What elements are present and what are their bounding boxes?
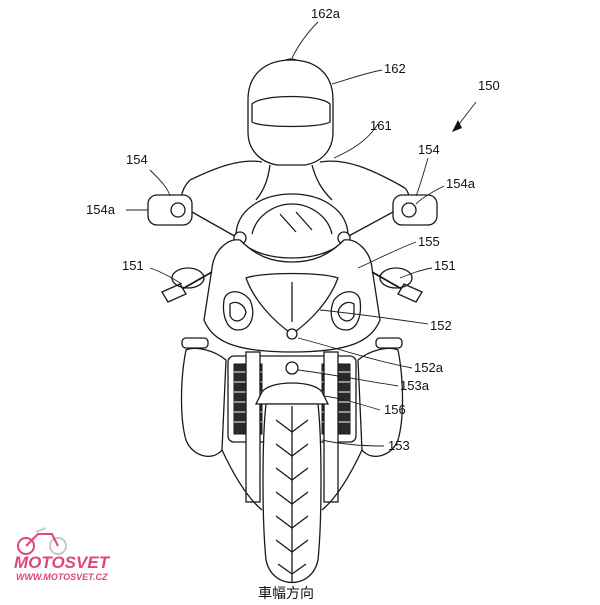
leader-151-left xyxy=(149,267,183,285)
label-150: 150 xyxy=(478,78,500,93)
label-154a-right: 154a xyxy=(446,176,476,191)
leader-lines xyxy=(126,21,477,447)
label-156: 156 xyxy=(384,402,406,417)
label-154a-left: 154a xyxy=(86,202,116,217)
rider-torso-right xyxy=(311,164,333,201)
left-mirror xyxy=(147,194,239,239)
leader-153 xyxy=(321,439,385,447)
right-lower-sweep xyxy=(321,449,363,511)
label-153a: 153a xyxy=(400,378,430,393)
watermark: MOTOSVET WWW.MOTOSVET.CZ xyxy=(14,527,111,582)
caption-vehicle-width-direction: 車幅方向 xyxy=(258,585,314,600)
helmet-visor xyxy=(251,95,331,128)
right-hand-guard xyxy=(379,267,413,289)
label-161: 161 xyxy=(370,118,392,133)
label-151-left: 151 xyxy=(122,258,144,273)
helmet xyxy=(247,59,334,166)
left-turn-signal xyxy=(181,337,209,349)
label-153: 153 xyxy=(388,438,410,453)
tire-tread xyxy=(275,419,309,575)
left-lower-fairing xyxy=(180,347,227,457)
motorcycle-body xyxy=(161,193,423,583)
label-155: 155 xyxy=(418,234,440,249)
front-fender xyxy=(254,382,330,405)
rider xyxy=(180,58,410,217)
left-lower-sweep xyxy=(221,449,263,511)
label-154-left: 154 xyxy=(126,152,148,167)
label-154-right: 154 xyxy=(418,142,440,157)
label-162a: 162a xyxy=(311,6,341,21)
leader-151-right xyxy=(399,267,433,279)
left-grip xyxy=(161,283,187,303)
leader-155 xyxy=(357,241,417,269)
rider-left-arm xyxy=(189,160,263,181)
rider-torso-left xyxy=(255,164,271,201)
right-lower-fairing xyxy=(357,347,404,457)
windscreen-shine-1 xyxy=(279,213,297,233)
right-mirror xyxy=(344,194,438,239)
right-turn-signal xyxy=(375,337,403,349)
leader-152a xyxy=(297,337,413,369)
windscreen-shine-2 xyxy=(295,211,313,231)
watermark-url: WWW.MOTOSVET.CZ xyxy=(16,572,108,582)
lower-camera-153a xyxy=(285,361,299,375)
right-grip xyxy=(397,283,423,303)
motorcycle-logo-icon xyxy=(17,527,67,555)
left-fork-tube xyxy=(245,351,261,503)
left-headlight xyxy=(222,291,254,331)
leader-162 xyxy=(331,69,383,85)
left-mirror-camera xyxy=(170,202,186,218)
arrowhead-150 xyxy=(452,120,462,132)
right-mirror-stem xyxy=(344,211,394,239)
leader-152 xyxy=(319,309,429,325)
label-162: 162 xyxy=(384,61,406,76)
leader-154-left xyxy=(149,169,171,197)
watermark-brand: MOTOSVET xyxy=(14,553,111,572)
leader-153a xyxy=(297,369,399,387)
windscreen-inner xyxy=(251,203,333,235)
rider-right-arm xyxy=(319,160,406,189)
leader-161 xyxy=(333,123,379,159)
left-mirror-stem xyxy=(191,211,239,239)
leader-156 xyxy=(323,395,381,411)
right-headlight xyxy=(330,291,362,331)
leader-154-right xyxy=(415,157,429,197)
right-mirror-camera xyxy=(401,202,417,218)
leader-154a-right xyxy=(415,185,445,205)
label-151-right: 151 xyxy=(434,258,456,273)
label-152a: 152a xyxy=(414,360,444,375)
label-152: 152 xyxy=(430,318,452,333)
reference-labels: 162a 162 150 161 154 154 154a 154a 155 1… xyxy=(86,6,500,601)
front-camera-152a xyxy=(286,328,298,340)
leader-162a xyxy=(291,21,319,59)
